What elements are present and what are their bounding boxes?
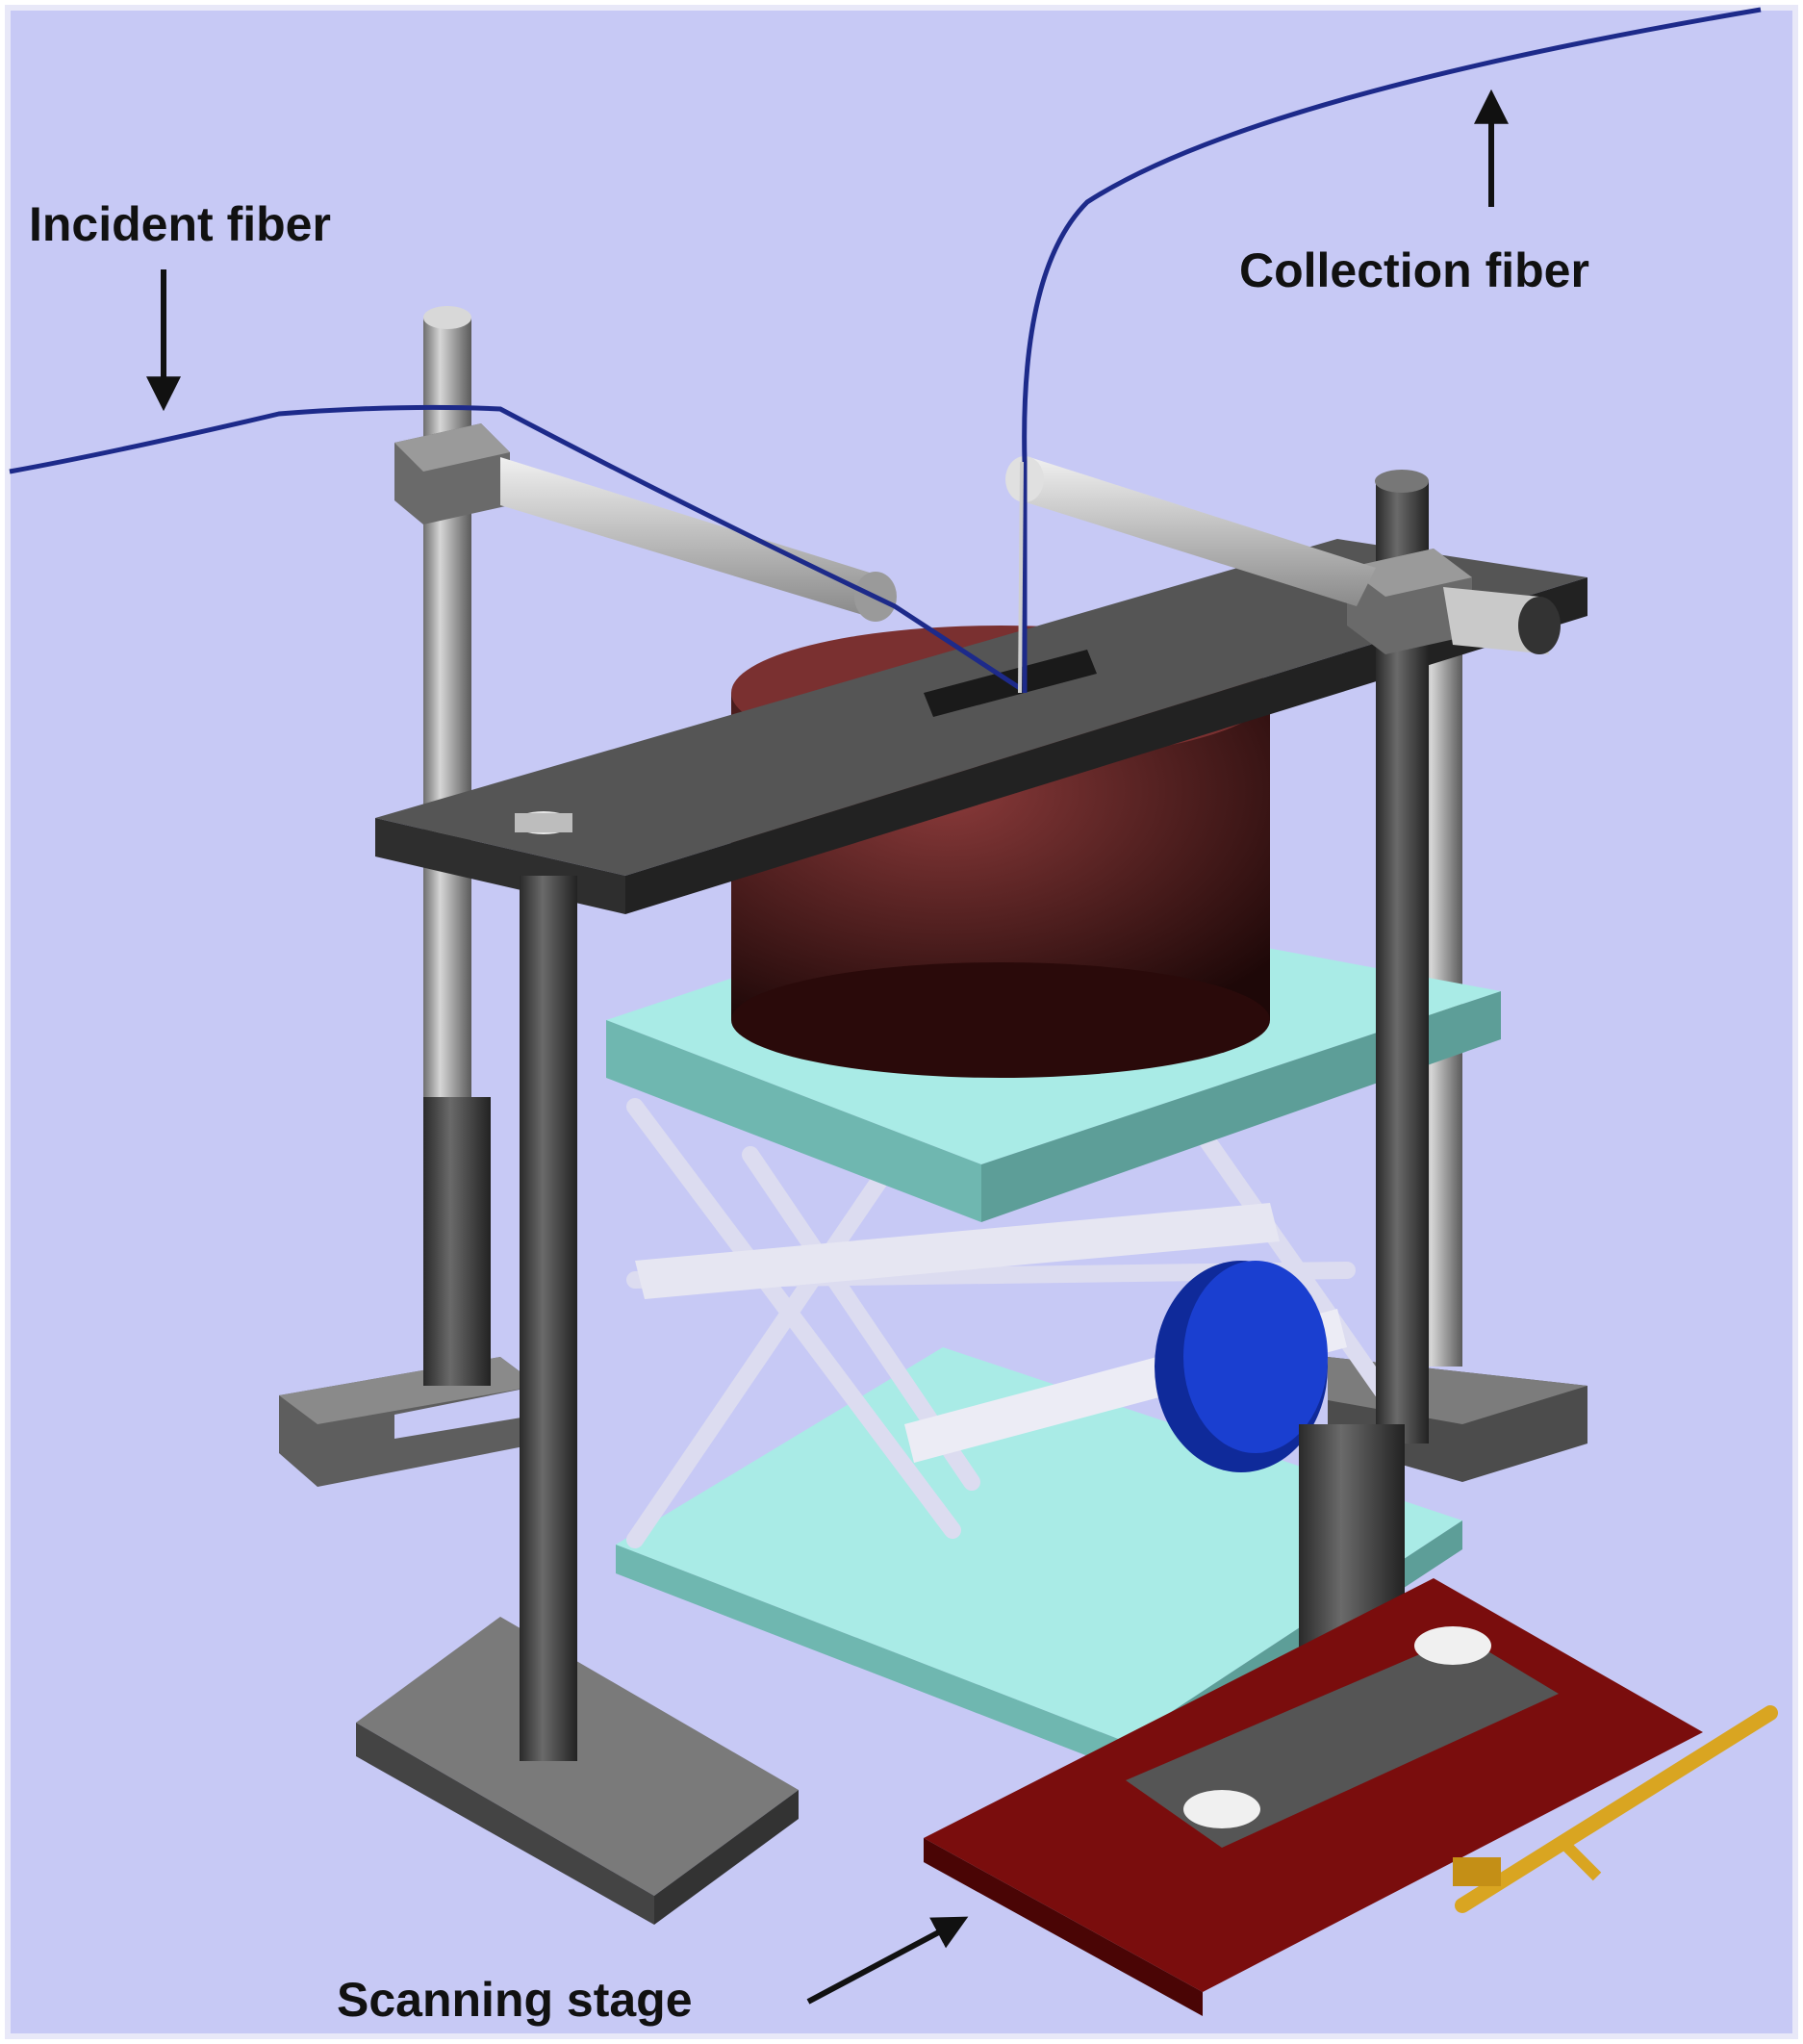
right-clamp [1347, 549, 1472, 654]
incident-fiber-line [9, 404, 1022, 691]
incident-fiber-label: Incident fiber [29, 197, 331, 251]
collection-arm [1005, 456, 1561, 654]
collection-fiber-line [1022, 7, 1762, 693]
top-dark-bar [375, 539, 1587, 914]
scanning-stage [924, 1578, 1703, 2016]
left-front-post [520, 876, 577, 1761]
micrometer [1453, 1705, 1778, 1913]
left-back-post-cap [423, 306, 471, 329]
collection-fiber-label: Collection fiber [1239, 243, 1589, 297]
left-clamp [394, 423, 510, 524]
left-back-post-sleeve [423, 1097, 491, 1386]
scanning-stage-label: Scanning stage [337, 1973, 693, 2027]
height-knob [1155, 1261, 1328, 1472]
scanning-stage-arrow [806, 1916, 969, 2005]
needle [1018, 461, 1024, 694]
